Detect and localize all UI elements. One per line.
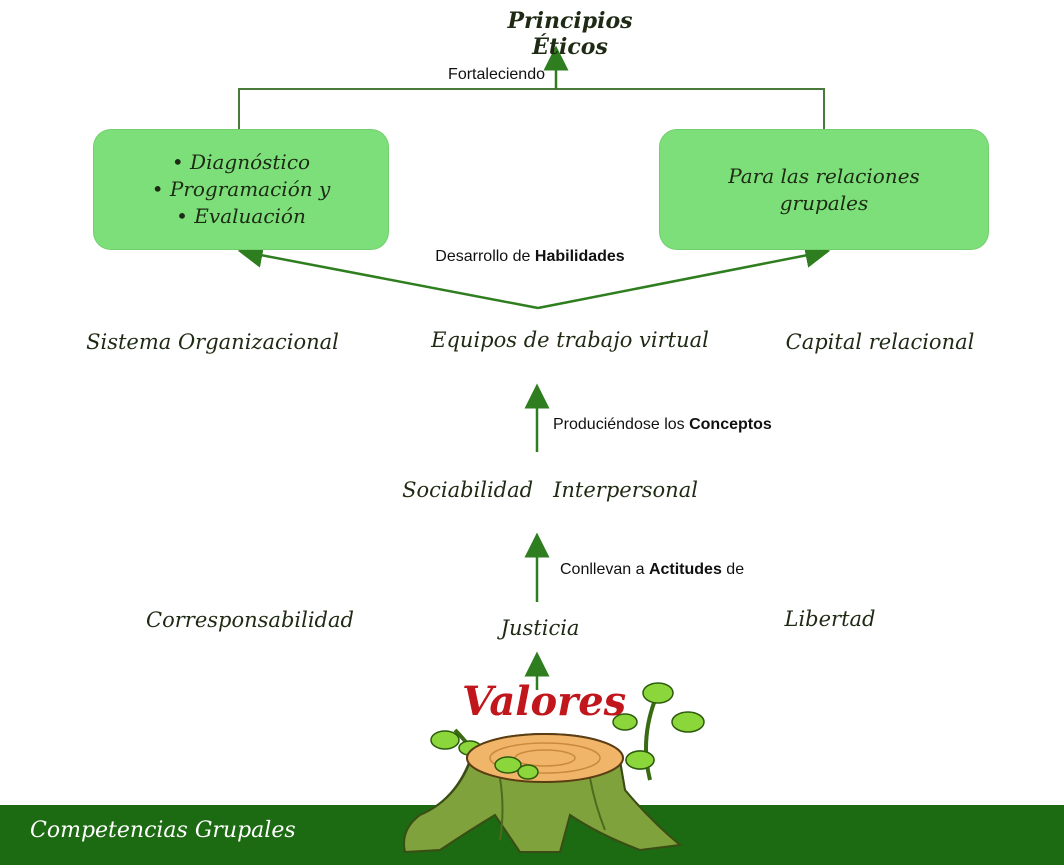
- arrow-to-right-box: [537, 243, 831, 310]
- label-conllevan-prefix: Conllevan a: [560, 561, 649, 578]
- box-diagnostico: • Diagnóstico • Programación y • Evaluac…: [93, 129, 389, 250]
- box-left-line-3: • Evaluación: [176, 204, 306, 228]
- label-conllevan: Conllevan a Actitudes de: [560, 561, 820, 579]
- label-desarrollo-de: de: [512, 248, 535, 265]
- label-conllevan-suffix: de: [721, 561, 745, 578]
- label-produciendo-prefix: Produciéndose los: [553, 416, 690, 433]
- box-relaciones-grupales: Para las relaciones grupales: [659, 129, 989, 250]
- diagram-title: Principios Éticos: [507, 8, 633, 60]
- node-valores: Valores: [462, 678, 627, 725]
- label-conllevan-bold: Actitudes: [648, 561, 722, 578]
- label-desarrollo-prefix: Desarrollo: [435, 248, 513, 265]
- node-justicia: Justicia: [500, 616, 580, 640]
- connector-top-bracket: [238, 88, 825, 130]
- footer-title: Competencias Grupales: [30, 818, 296, 843]
- label-produciendo: Produciéndose los Conceptos: [553, 416, 833, 434]
- box-right-line-2: grupales: [779, 190, 869, 215]
- node-libertad: Libertad: [784, 607, 876, 631]
- label-fortaleciendo: Fortaleciendo: [448, 66, 545, 83]
- node-corresponsabilidad: Corresponsabilidad: [146, 608, 354, 632]
- label-desarrollo: Desarrollo de Habilidades: [400, 248, 660, 266]
- node-equipos-trabajo-virtual: Equipos de trabajo virtual: [431, 328, 709, 352]
- box-right-line-1: Para las relaciones: [728, 163, 920, 188]
- box-left-line-2: • Programación y: [151, 177, 331, 201]
- node-sistema-organizacional: Sistema Organizacional: [86, 330, 339, 354]
- box-left-line-1: • Diagnóstico: [171, 150, 311, 174]
- label-produciendo-bold: Conceptos: [689, 416, 772, 433]
- label-desarrollo-bold: Habilidades: [534, 248, 625, 265]
- node-sociabilidad-interpersonal: Sociabilidad Interpersonal: [402, 478, 698, 502]
- node-capital-relacional: Capital relacional: [785, 330, 975, 354]
- arrow-to-left-box: [237, 243, 539, 310]
